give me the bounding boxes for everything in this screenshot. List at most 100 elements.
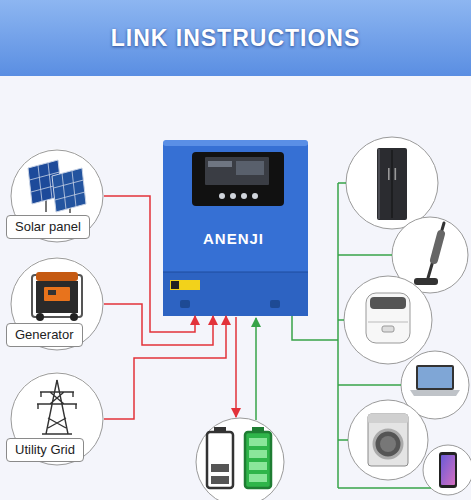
source-label: Utility Grid [6, 438, 84, 462]
source-node: Solar panel [10, 149, 104, 243]
solar-panel-icon [45, 200, 47, 212]
source-node: Generator [10, 257, 104, 351]
inverter-body [270, 300, 280, 308]
solar-panel-icon [62, 173, 66, 209]
generator-icon [44, 287, 70, 301]
inverter-body [230, 193, 236, 199]
appliance-circles [348, 400, 428, 480]
header-band [0, 0, 471, 76]
battery-icons [207, 432, 233, 488]
inverter-body [163, 140, 308, 146]
laptop-icon [416, 365, 454, 390]
air-fryer-icon [382, 326, 394, 332]
inverter-body [163, 272, 308, 316]
output-wires [292, 316, 338, 340]
power-connector [104, 304, 213, 345]
battery-icons [249, 450, 267, 458]
air-fryer-icon [368, 322, 408, 323]
solar-panel-icon [54, 180, 84, 188]
phone-icon [439, 452, 457, 488]
solar-panel-icon [28, 160, 86, 213]
output-wires [337, 183, 339, 488]
output-wires [338, 384, 401, 386]
fridge-icon [377, 148, 407, 220]
power-connector [104, 316, 226, 419]
fridge-icon [395, 168, 397, 180]
generator-icon [32, 272, 82, 321]
output-wires [338, 487, 431, 489]
inverter-body [171, 281, 179, 289]
inverter-box: ANENJI [163, 140, 308, 316]
generator-icon [36, 272, 78, 281]
solar-panel-icon [52, 168, 86, 212]
battery-icons [211, 476, 229, 484]
inverter-body [208, 161, 232, 167]
washing-machine-icon [368, 414, 408, 423]
generator-icon [32, 275, 82, 317]
battery-icons [249, 438, 267, 446]
inverter-body [192, 152, 284, 206]
output-wires [338, 319, 344, 321]
source-label: Solar panel [6, 215, 90, 239]
laptop-icon [410, 365, 460, 396]
output-wires [338, 254, 392, 256]
brand-name: ANENJI [203, 230, 264, 248]
solar-panel-icon [38, 165, 42, 201]
fridge-icon [378, 149, 380, 219]
inverter-body [163, 272, 308, 273]
output-wires [338, 182, 346, 184]
inverter-body [241, 193, 247, 199]
appliance-circles [346, 137, 438, 229]
washing-machine-icon [374, 430, 402, 458]
battery-circle [196, 418, 284, 500]
inverter-body [252, 193, 258, 199]
inverter-body [205, 157, 269, 185]
fridge-icon [377, 148, 407, 220]
battery-icons [245, 432, 271, 488]
air-fryer-icon [366, 293, 410, 343]
inverter-body [163, 140, 308, 316]
output-wires [338, 439, 348, 441]
laptop-icon [410, 390, 460, 396]
page-title: LINK INSTRUCTIONS [0, 0, 471, 76]
battery-icons [207, 427, 271, 488]
vacuum-icon [414, 223, 444, 285]
solar-panel-icon [48, 163, 52, 199]
washing-machine-icon [368, 414, 408, 466]
air-fryer-icon [370, 297, 406, 309]
solar-panel-icon [72, 171, 76, 207]
inverter-body [163, 140, 308, 316]
vacuum-icon [434, 234, 441, 260]
fridge-icon [392, 150, 393, 218]
battery-icons [249, 474, 267, 482]
battery-wires [236, 317, 256, 420]
pylon-icon [37, 380, 77, 434]
washing-machine-icon [380, 436, 396, 452]
source-circles [11, 149, 103, 464]
inverter-body [236, 161, 264, 175]
solar-panel-icon [55, 192, 85, 200]
washing-machine-icon [368, 414, 408, 466]
vacuum-icon [414, 278, 438, 285]
output-wires [292, 183, 431, 488]
phone-icon [441, 455, 455, 485]
battery-wires [235, 317, 237, 417]
source-label: Generator [6, 323, 83, 347]
appliance-circles [344, 276, 432, 364]
generator-icon [36, 313, 44, 321]
appliance-circles [344, 137, 471, 495]
generator-icon [36, 281, 78, 313]
inverter-body [219, 193, 225, 199]
battery-icons [211, 464, 229, 472]
source-node: Utility Grid [10, 372, 104, 466]
power-connector [104, 196, 195, 332]
fridge-icon [388, 168, 390, 180]
air-fryer-icon [366, 293, 410, 343]
generator-icon [70, 313, 78, 321]
laptop-icon [418, 367, 452, 388]
pylon-icon [37, 380, 77, 434]
vacuum-icon [428, 223, 444, 278]
